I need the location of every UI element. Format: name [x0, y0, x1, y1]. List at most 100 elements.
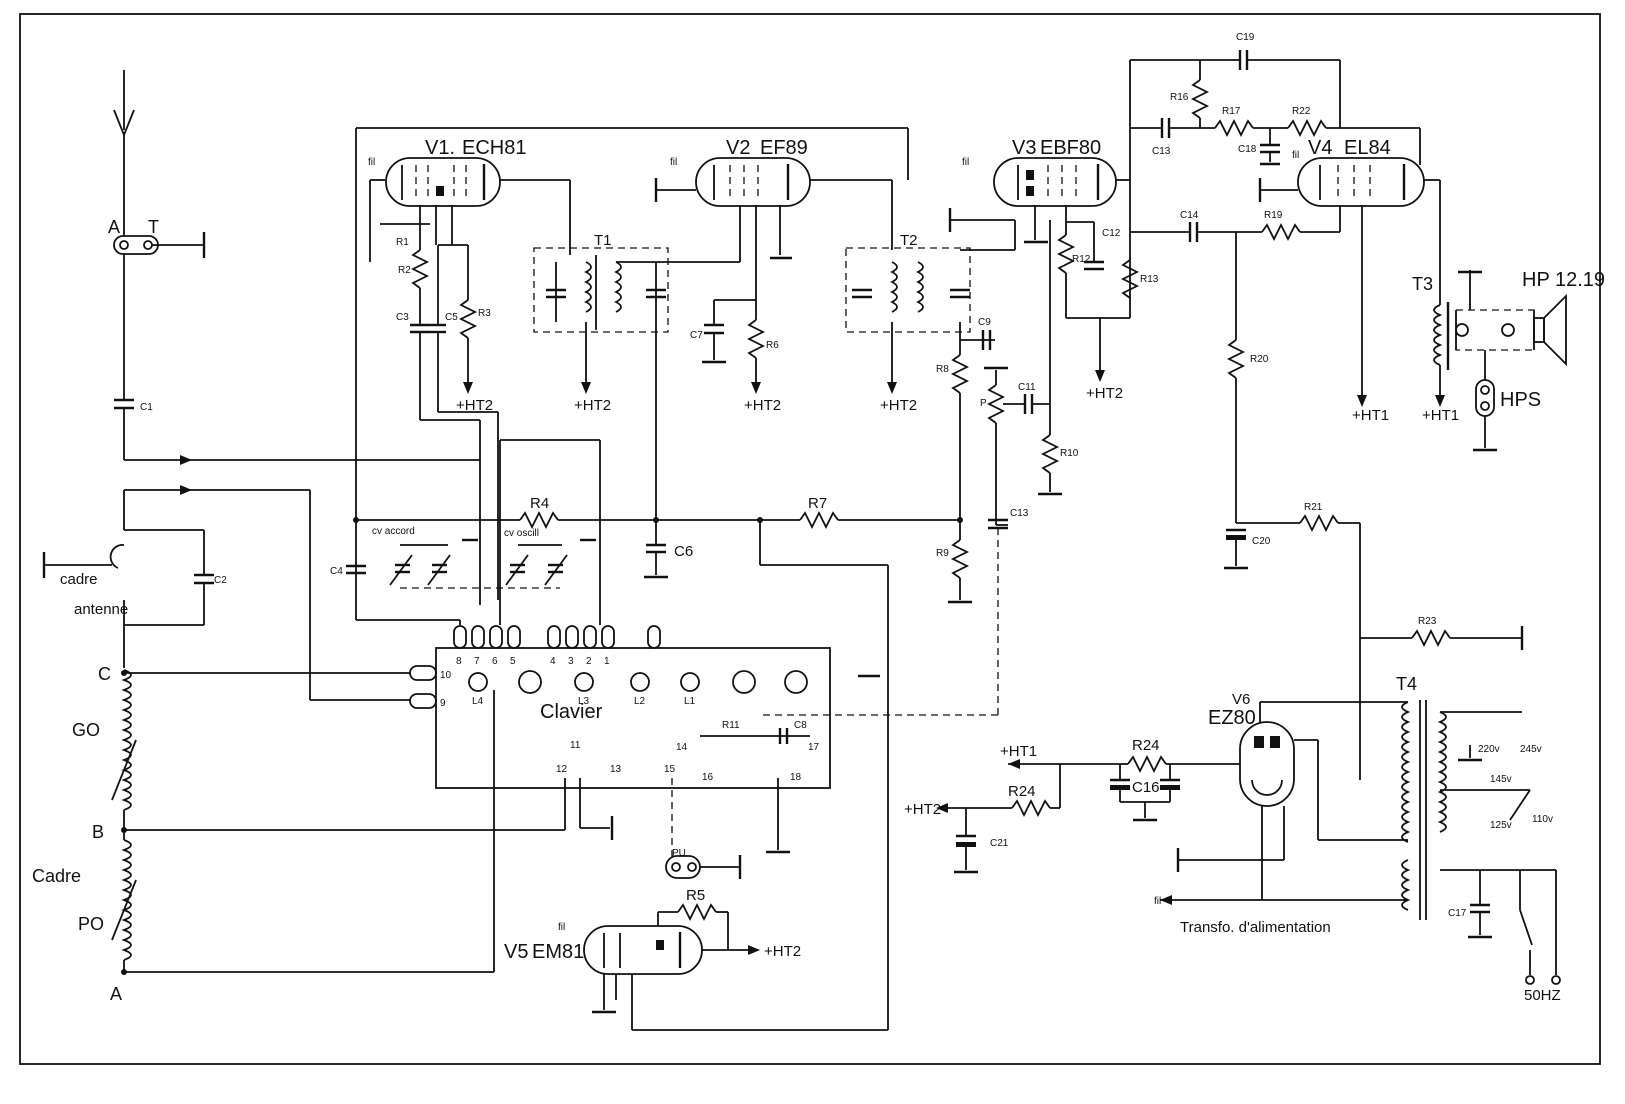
r22-label: R23 [1418, 616, 1437, 627]
r24-icon [1011, 798, 1051, 818]
clavier-pin-6: 6 [492, 656, 498, 667]
v4-type: EL84 [1344, 137, 1391, 159]
ht2-label-t2: +HT2 [880, 397, 917, 414]
r18-icon [1226, 339, 1246, 379]
ht2-label-v5: +HT2 [764, 943, 801, 960]
ht1-label-t3: +HT1 [1422, 407, 1459, 424]
clavier-pin-11: 11 [570, 740, 581, 751]
r9-label: R9 [936, 548, 949, 559]
r21-icon [1299, 513, 1339, 533]
clavier-pin-7: 7 [474, 656, 480, 667]
voltage-245: 245v [1520, 744, 1542, 755]
c16-label: C16 [1132, 779, 1160, 796]
r10-icon [1040, 434, 1060, 474]
tube-v3: V3 EBF80 fil R12 C12 +HT2 R13 [948, 128, 1159, 402]
tube-v5: V5 EM81 fil +HT2 R5 [504, 887, 801, 1014]
coil-assembly: C GO B Cadre PO A [32, 625, 566, 1004]
r6-label: R6 [766, 340, 779, 351]
v3-ref: V3 [1012, 137, 1036, 159]
coil-a-label: A [110, 984, 122, 1004]
tube-v4: V4 EL84 fil +HT1 [1258, 128, 1441, 424]
voltage-220: 220v [1478, 744, 1500, 755]
fil-label: fil [368, 157, 375, 168]
transformer-t2: T2 +HT2 C9 [845, 220, 1016, 414]
r3-icon [458, 299, 478, 339]
r3-label: R3 [478, 308, 491, 319]
lamp-l2-label: L2 [634, 696, 646, 707]
c8-label: C8 [794, 720, 807, 731]
t3-label: T3 [1412, 274, 1433, 294]
speaker-icon [1533, 317, 1545, 343]
c17-label: C19 [1236, 32, 1255, 43]
transformer-t1: T1 +HT2 [533, 206, 741, 520]
clavier-pin-4: 4 [550, 656, 556, 667]
c3-label: C3 [396, 312, 409, 323]
antenne-label: antenne [74, 601, 128, 618]
clavier-label: Clavier [540, 701, 603, 723]
r9-icon [950, 539, 970, 579]
fil-label-v2: fil [670, 157, 677, 168]
hps-label: HPS [1500, 389, 1541, 411]
c13-label: C13 [1010, 508, 1029, 519]
r8-label: R8 [936, 364, 949, 375]
cadre-switch-icon [109, 544, 125, 569]
c5-label: C5 [445, 312, 458, 323]
ht2-label-v2: +HT2 [744, 397, 781, 414]
lamp-l3-label: L3 [578, 696, 590, 707]
cv-oscill-label: cv oscill [504, 528, 539, 539]
clavier-pin-3: 3 [568, 656, 574, 667]
lamp-l4-label: L4 [472, 696, 484, 707]
rectifier-v6 [1239, 721, 1295, 807]
r23-icon [1127, 754, 1167, 774]
power-transfo-label: Transfo. d'alimentation [1180, 919, 1331, 936]
c4-label: C4 [330, 566, 343, 577]
c18-label: C18 [1238, 144, 1257, 155]
ht1-label-v4: +HT1 [1352, 407, 1389, 424]
c12-label: C12 [1102, 228, 1121, 239]
v2-type: EF89 [760, 137, 808, 159]
fil-label-v5: fil [558, 922, 565, 933]
r4-label: R4 [530, 495, 549, 512]
clavier-pin-10: 10 [440, 670, 452, 681]
t1-label: T1 [594, 232, 612, 249]
v1-ref: V1. [425, 137, 455, 159]
c11-label: C11 [1018, 382, 1036, 393]
r23-label: R24 [1132, 737, 1160, 754]
r11-label: R11 [722, 720, 740, 731]
v6-type: EZ80 [1208, 707, 1256, 729]
c2-label: C2 [214, 575, 227, 586]
clavier-switch-block: Clavier 8 7 6 5 4 3 2 1 10 9 L4 L3 L2 L1… [409, 625, 880, 879]
v3-type: EBF80 [1040, 137, 1101, 159]
clavier-wiring [309, 255, 601, 701]
v6-ref: V6 [1232, 691, 1250, 708]
clavier-pin-14: 14 [676, 742, 688, 753]
r20-icon [1287, 118, 1327, 138]
output-transformer-t3: T3 +HT1 HP 12.19 HPS [1412, 269, 1605, 452]
c9-label: C9 [978, 317, 991, 328]
c14-label: C14 [1180, 210, 1199, 221]
tube-v2: V2 EF89 fil R6 +HT2 C7 [654, 137, 893, 414]
t2-label: T2 [900, 232, 918, 249]
coil-b-label: B [92, 822, 104, 842]
r12-icon [1056, 234, 1076, 274]
go-coil-icon [121, 669, 132, 811]
ht2-label-t1: +HT2 [574, 397, 611, 414]
c21-label: C21 [990, 838, 1009, 849]
ht2-label-v1: +HT2 [456, 397, 493, 414]
pot-p-icon [986, 384, 1006, 424]
v5-type: EM81 [532, 941, 584, 963]
ht2-label-v3: +HT2 [1086, 385, 1123, 402]
pot-label: P [980, 398, 987, 409]
voltage-110: 110v [1532, 814, 1553, 825]
r17-label: R17 [1222, 106, 1241, 117]
aerial-label-t: T [148, 217, 159, 237]
c13b-label: C13 [1152, 146, 1171, 157]
ht1-label-ps: +HT1 [1000, 743, 1037, 760]
pu-label: PU [672, 848, 686, 859]
speaker-label: HP 12.19 [1522, 269, 1605, 291]
r5-icon [677, 902, 717, 922]
aerial-label-a: A [108, 217, 120, 237]
clavier-pin-15: 15 [664, 764, 676, 775]
fil-label-v3: fil [962, 157, 969, 168]
detector-section: R8 R9 P C11 R10 C13 [760, 220, 1079, 716]
